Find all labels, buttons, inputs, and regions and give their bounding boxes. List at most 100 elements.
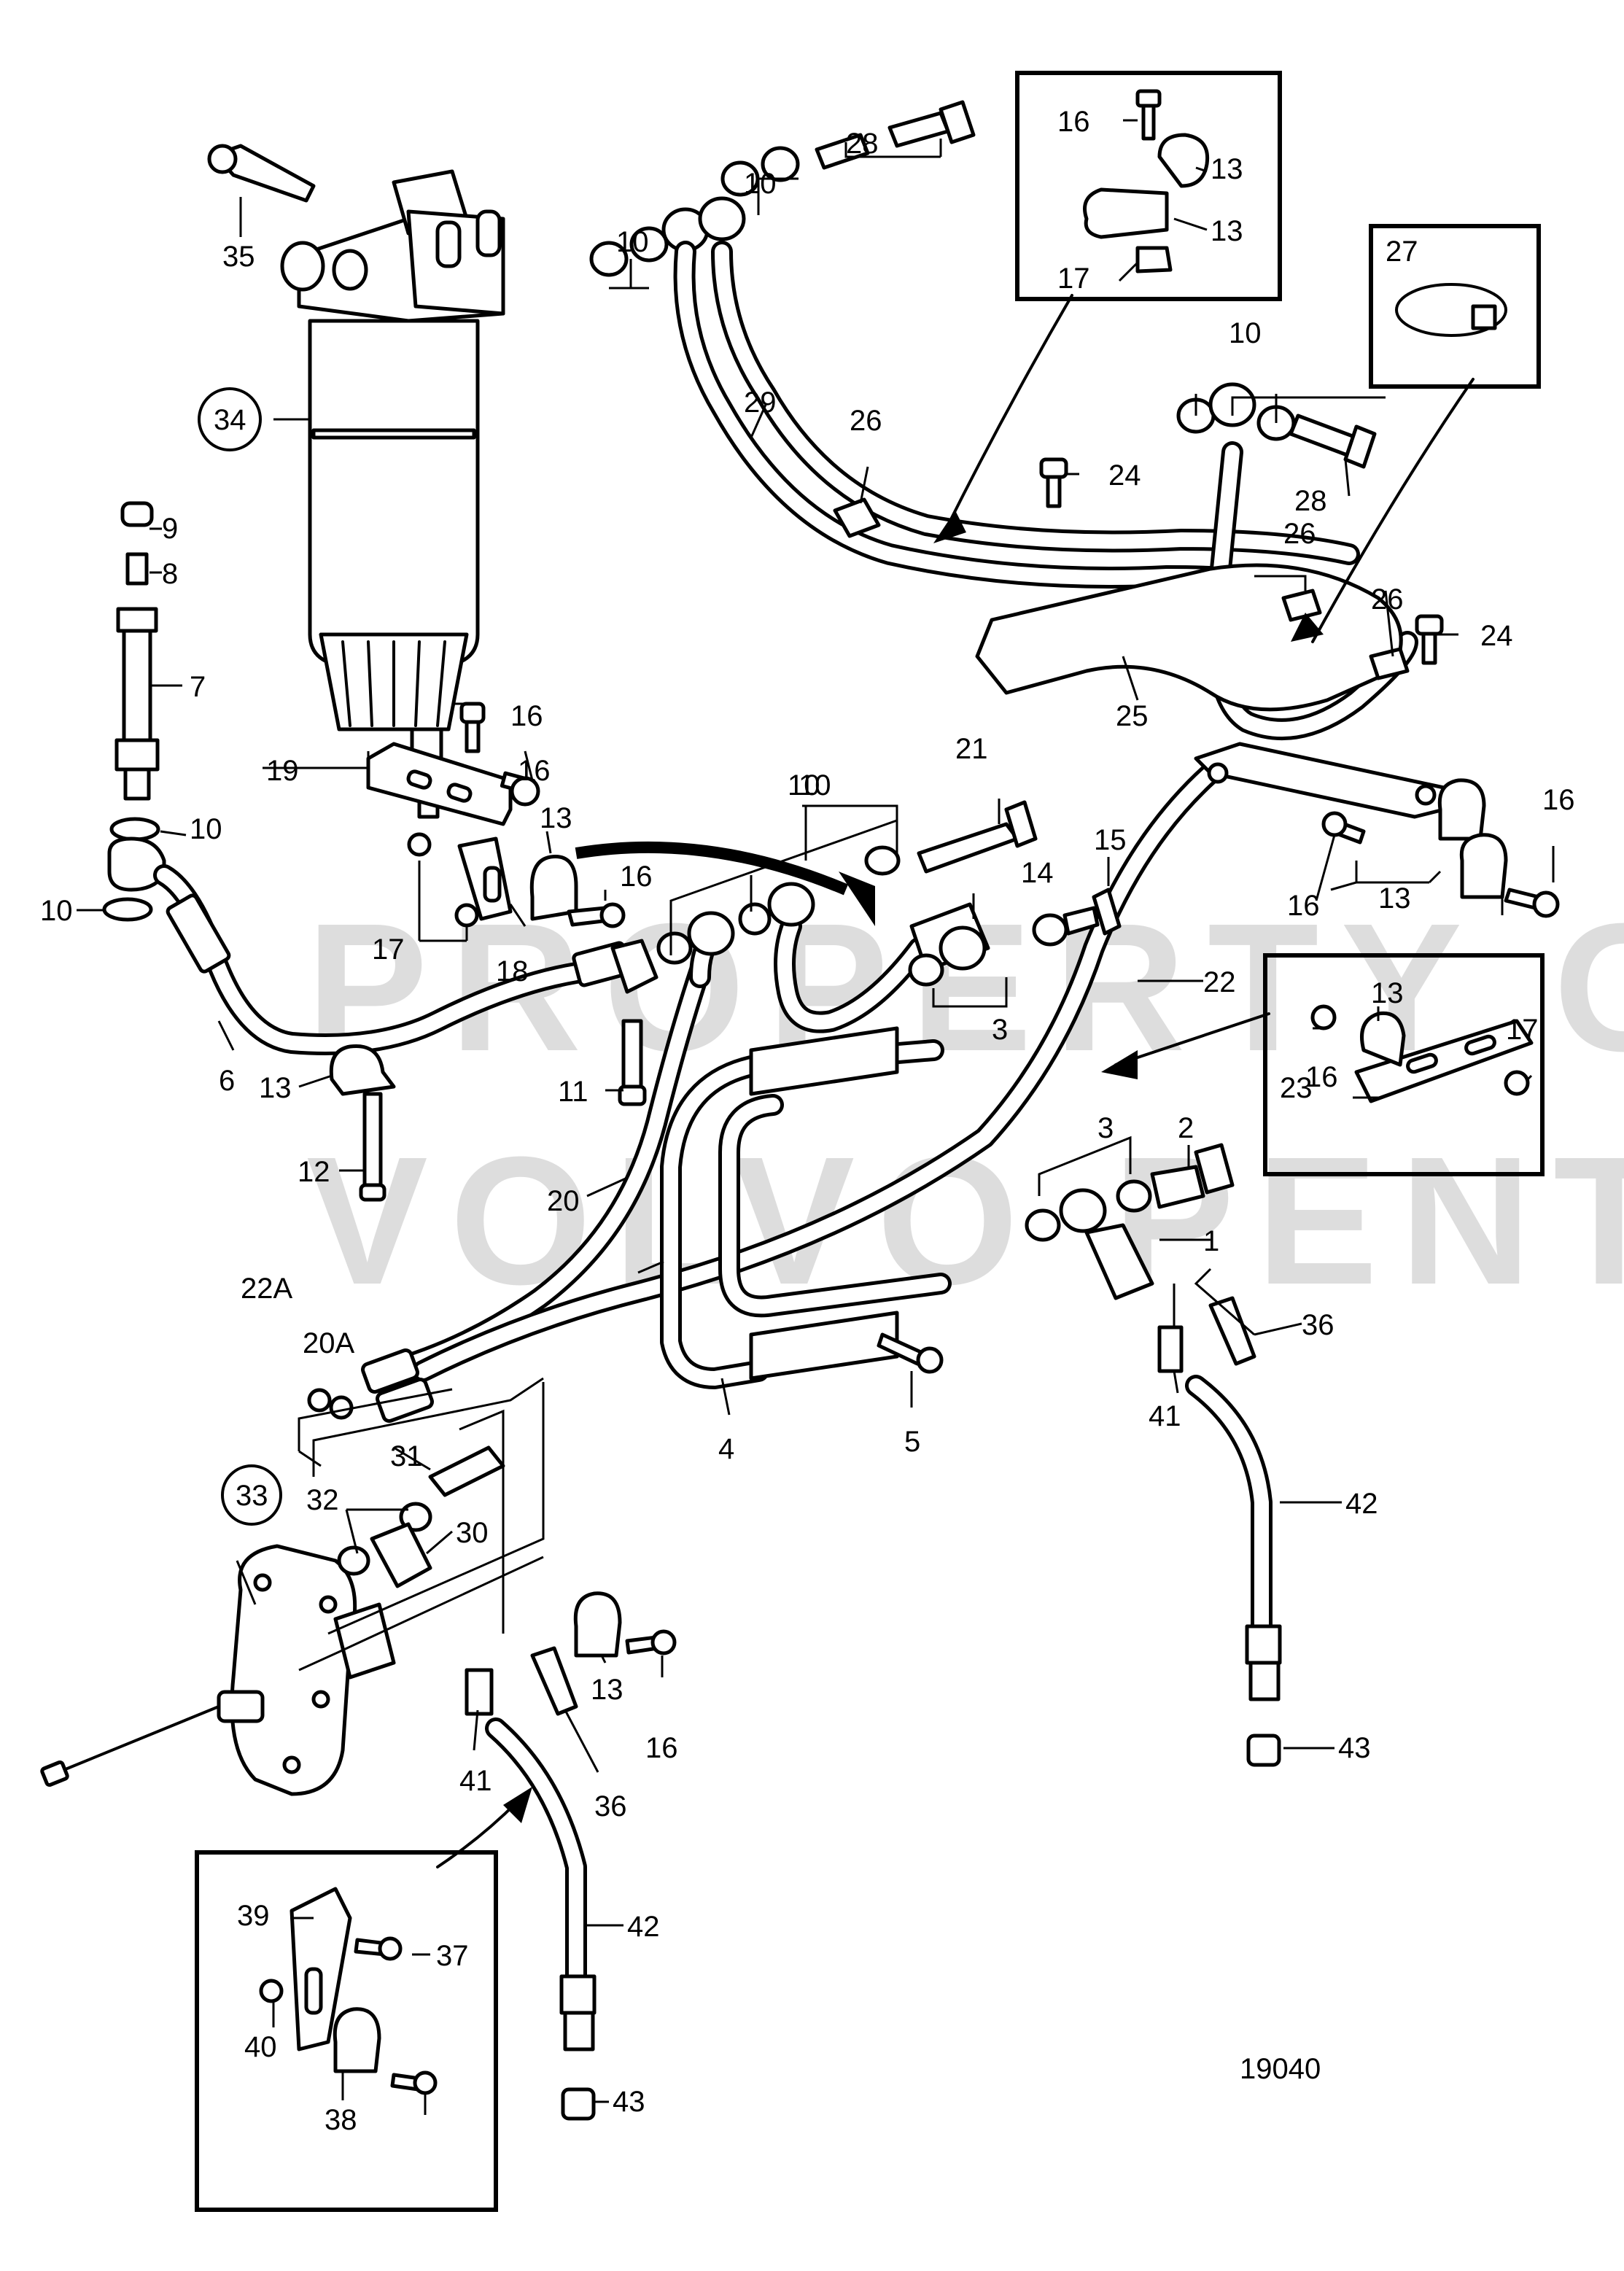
bracket-slot-2 xyxy=(475,209,502,257)
clips-26 xyxy=(833,497,1410,680)
arrow-27-head xyxy=(1291,613,1324,642)
callout-41-b: 41 xyxy=(459,1765,492,1797)
callout-2: 2 xyxy=(1178,1112,1194,1144)
oring-22a xyxy=(307,1388,332,1413)
hose-42-right-nut xyxy=(1248,1661,1281,1701)
callout-16-h: 16 xyxy=(645,1732,678,1764)
bracket-slot-1 xyxy=(435,220,462,268)
inset-box-27-frame xyxy=(1369,224,1541,389)
bracket-18-slot xyxy=(483,866,502,903)
hose-42-left-nut xyxy=(563,2011,595,2051)
callout-14: 14 xyxy=(1021,857,1054,889)
clamp-13-a-loop xyxy=(529,855,578,921)
bolt-24-a-head xyxy=(1039,457,1068,479)
pump-bolt-3 xyxy=(311,1690,330,1709)
bolt-16-b-head xyxy=(510,776,540,807)
union-7-nut xyxy=(114,738,160,772)
bolt-16-f-head xyxy=(650,1629,677,1655)
bracket-19-hole-2 xyxy=(446,783,473,803)
bracket-lines-20a-22a xyxy=(298,1377,544,1477)
inset-right-nut-17 xyxy=(1504,1070,1530,1096)
bolts-24 xyxy=(1039,457,1444,665)
cable-tie-27-head xyxy=(1471,304,1497,330)
banjo-29-b xyxy=(698,196,746,241)
hose-29 xyxy=(673,241,1360,602)
callout-27: 27 xyxy=(1386,236,1418,268)
sensor-assembly-left xyxy=(465,1646,597,2121)
banjo-20 xyxy=(687,911,735,956)
pipe-4-bracket-top xyxy=(749,1026,899,1096)
hose-ends-20a-22a xyxy=(307,1348,434,1424)
callout-34-circle xyxy=(198,387,262,451)
callout-32: 32 xyxy=(306,1484,339,1516)
callout-23: 23 xyxy=(1280,1072,1313,1104)
adapter-41-left xyxy=(465,1668,494,1716)
callout-36-b: 36 xyxy=(594,1790,627,1822)
cable-tie-27 xyxy=(1395,283,1507,337)
bolt-16-g-head xyxy=(413,2070,438,2095)
callout-26-a: 26 xyxy=(850,405,882,437)
bolt-16-a-head xyxy=(459,702,486,724)
arrow-lower-box-line xyxy=(436,1800,519,1868)
callout-10-a: 10 xyxy=(190,813,222,845)
callout-16-f: 16 xyxy=(1057,106,1090,138)
washer-32-b xyxy=(337,1545,370,1576)
sensor-assembly-right xyxy=(1157,1296,1282,1767)
clamps-right xyxy=(1321,778,1560,918)
callout-16-b: 16 xyxy=(518,755,551,787)
washer-3-d xyxy=(1116,1179,1152,1213)
callout-13-e: 13 xyxy=(1211,153,1243,185)
bolt-16-e-head xyxy=(1321,811,1348,837)
clamp-38 xyxy=(333,2007,381,2073)
pump-shaft-hub xyxy=(217,1690,265,1723)
cap-9 xyxy=(120,501,154,527)
top-washers-10 xyxy=(589,100,976,277)
bolt-21-head xyxy=(1004,800,1038,848)
callout-10-e: 10 xyxy=(788,769,820,801)
nut-40 xyxy=(259,1979,284,2003)
bolt-35-head xyxy=(207,144,238,174)
union-7-top xyxy=(116,607,158,633)
inset-box-lower-frame xyxy=(195,1850,498,2212)
inset-clamp-13-a xyxy=(1157,133,1210,188)
bracket-19 xyxy=(366,742,513,928)
washer-3-a xyxy=(908,953,944,987)
callout-16-a: 16 xyxy=(510,700,543,732)
hose-42-left-ferrule xyxy=(559,1974,597,2015)
pipe-4 xyxy=(660,1026,952,1389)
callout-13-b: 13 xyxy=(259,1072,292,1104)
fittings-1-2-3 xyxy=(1025,1143,1235,1300)
bolt-2-shank xyxy=(1150,1165,1205,1209)
callout-10-b: 10 xyxy=(40,895,73,927)
callout-15: 15 xyxy=(1094,824,1127,856)
inset-box-top xyxy=(1015,71,1282,301)
inset-box-right-frame xyxy=(1263,953,1545,1176)
callout-17-b: 17 xyxy=(1057,263,1090,295)
bracket-23-slot-b xyxy=(1464,1034,1496,1056)
washer-10-c xyxy=(656,931,693,965)
callout-41-a: 41 xyxy=(1149,1400,1181,1432)
adapter-41-right xyxy=(1157,1325,1184,1373)
callout-21: 21 xyxy=(955,733,988,765)
pump-shaft xyxy=(57,1705,220,1774)
bolt-24-b-shank xyxy=(1421,632,1437,665)
pump-bolt-2 xyxy=(319,1595,338,1614)
banjo-fittings-center xyxy=(656,800,1038,965)
washer-10-d xyxy=(738,902,772,936)
arrow-top-box-head xyxy=(933,511,966,543)
bolt-31 xyxy=(428,1445,505,1497)
callout-43-a: 43 xyxy=(1338,1732,1371,1764)
hose-22 xyxy=(412,762,1221,1382)
callout-30: 30 xyxy=(456,1517,489,1549)
union-7-bottom xyxy=(123,767,151,801)
adapter-36-right xyxy=(1208,1296,1256,1366)
drawing-number: 19040 xyxy=(1240,2053,1321,2085)
clamp-13-b xyxy=(329,1044,396,1202)
callout-17-c: 17 xyxy=(1506,1014,1539,1046)
clamp-13-e-loop xyxy=(573,1591,622,1658)
fitting-1-body xyxy=(1084,1223,1154,1300)
bolt-28-b xyxy=(887,111,950,148)
washer-10-e xyxy=(864,845,901,876)
